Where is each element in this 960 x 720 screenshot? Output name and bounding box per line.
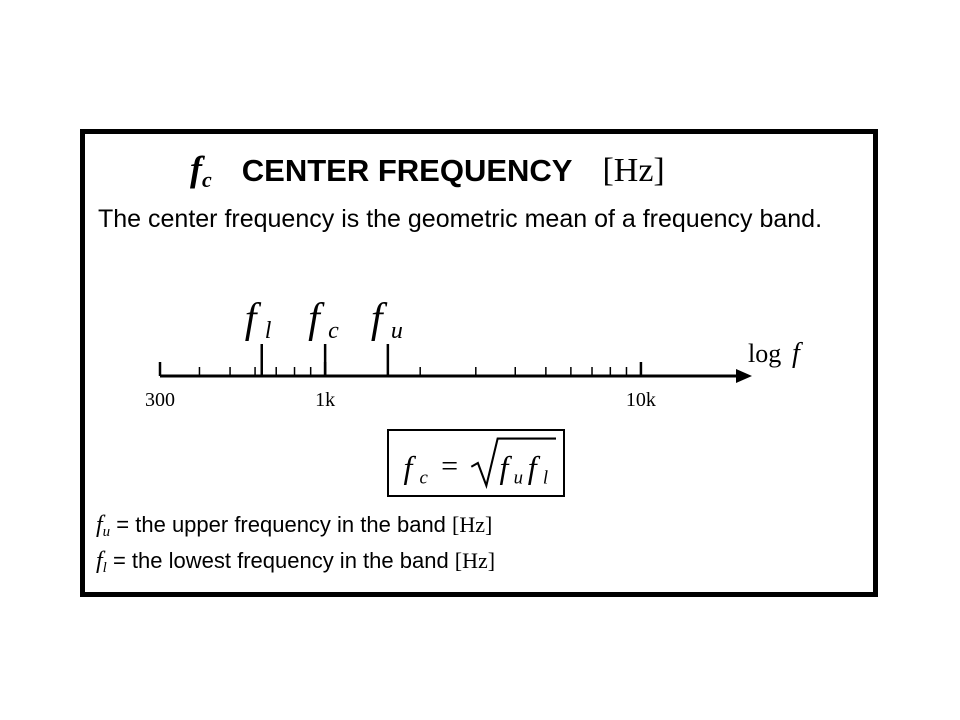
formula-radicand-1-base: f (500, 449, 513, 485)
axis-name-prefix: log (748, 339, 781, 368)
band-marker-sub-u: u (391, 318, 403, 344)
formula-lhs-sub: c (420, 468, 429, 489)
formula-radicand-2-base: f (528, 449, 541, 485)
title-text: CENTER FREQUENCY (241, 153, 573, 188)
axis-name: log f (748, 338, 803, 369)
def-lower-symbol-sub: l (102, 560, 107, 576)
formula-lhs-base: f (404, 449, 417, 485)
band-marker-label-c: f (308, 296, 325, 342)
def-upper-text: = the upper frequency in the band (110, 512, 453, 537)
def-lower-symbol: fl (96, 548, 107, 577)
band-marker-sub-l: l (265, 318, 272, 344)
title-symbol-base: f (190, 149, 202, 189)
def-lower-symbol-base: f (96, 548, 103, 574)
def-lower-unit: [Hz] (454, 548, 496, 573)
title-unit: [Hz] (602, 152, 665, 189)
formula-radicand-1-sub: u (514, 468, 523, 489)
upper-frequency-definition: fu = the upper frequency in the band [Hz… (96, 512, 492, 541)
band-marker-label-l: f (245, 296, 262, 342)
major-ticks: 300 1k 10k (145, 362, 656, 411)
def-upper-symbol: fu (96, 512, 110, 541)
minor-ticks (198, 367, 628, 376)
axis-name-var: f (792, 338, 803, 369)
band-marker-label-u: f (371, 296, 388, 342)
tick-label: 1k (315, 389, 335, 411)
def-upper-symbol-sub: u (102, 524, 111, 540)
title-symbol: fc (190, 148, 212, 193)
description-text: The center frequency is the geometric me… (98, 205, 823, 233)
band-marker-sub-c: c (328, 318, 339, 344)
slide-title: fc CENTER FREQUENCY [Hz] (190, 148, 665, 192)
title-symbol-sub: c (202, 167, 212, 192)
axis-arrowhead (736, 369, 752, 383)
center-frequency-formula: f c = f u f l (404, 437, 556, 490)
definition-card (80, 129, 878, 597)
lowest-frequency-definition: fl = the lowest frequency in the band [H… (96, 548, 495, 577)
def-upper-unit: [Hz] (452, 512, 493, 537)
sqrt-sign (470, 437, 556, 490)
tick-label: 10k (626, 389, 656, 411)
formula-box: f c = f u f l (387, 429, 565, 497)
def-upper-symbol-base: f (96, 512, 103, 538)
def-lower-text: = the lowest frequency in the band (106, 548, 455, 573)
tick-label: 300 (145, 389, 175, 411)
formula-radicand-2-sub: l (543, 468, 548, 489)
formula-equals: = (441, 449, 458, 483)
